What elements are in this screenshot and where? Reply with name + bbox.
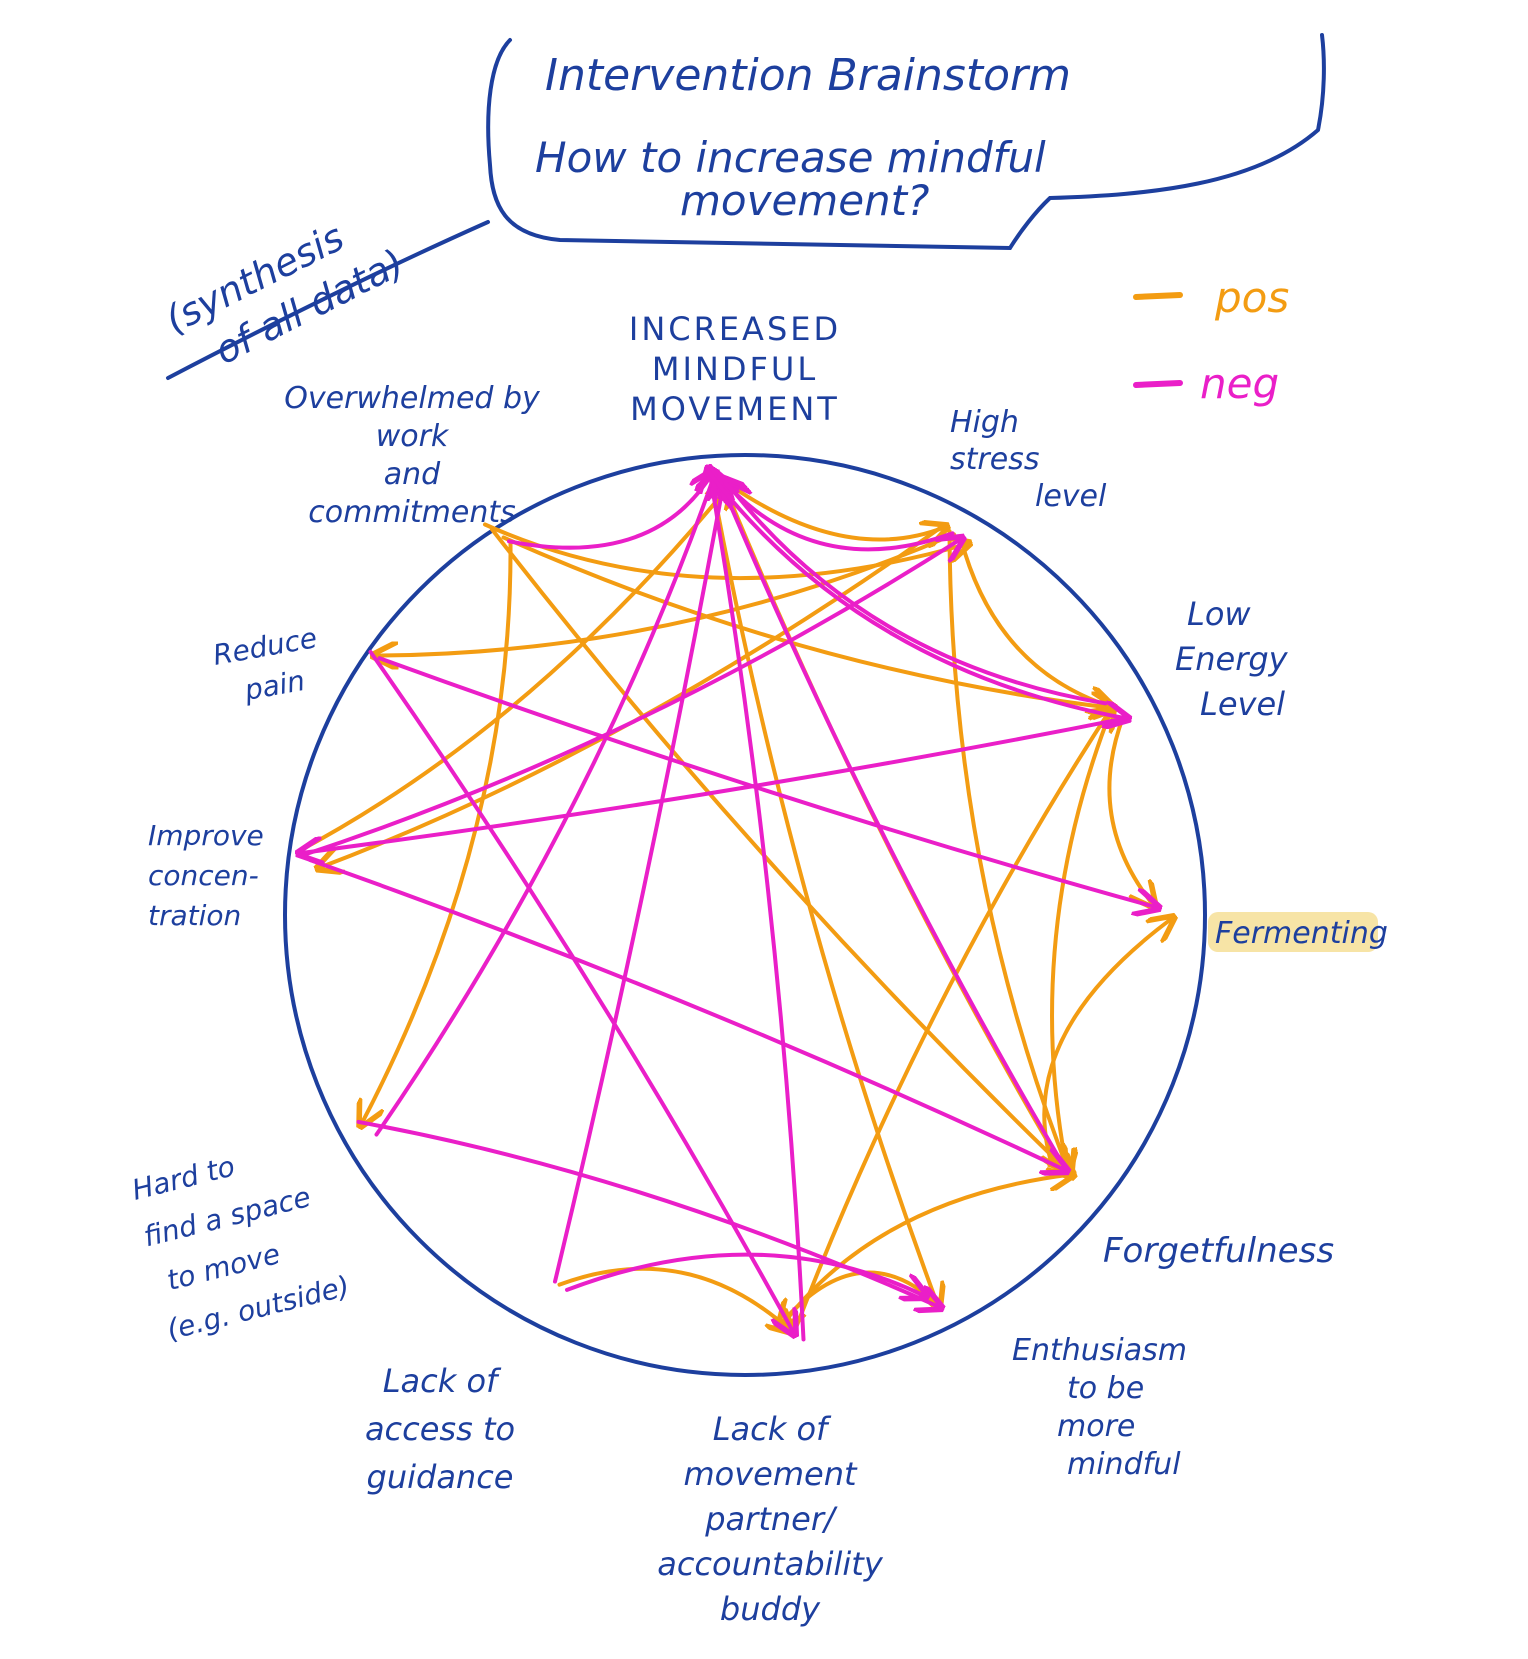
edge-increased-to-enthusiasm: [708, 469, 938, 1306]
edge-forget-to-increased: [718, 477, 1069, 1174]
node-space-line-1: Hard to: [129, 1149, 238, 1206]
legend: pos neg: [1133, 273, 1289, 408]
edge-energy-to-forget: [1052, 705, 1114, 1172]
title-line-2: How to increase mindful: [535, 133, 1046, 182]
node-partner-line-1: Lack of: [713, 1410, 832, 1448]
node-enthusiasm-line-1: Enthusiasm: [1012, 1333, 1187, 1368]
side-note-underline: [166, 220, 490, 380]
edge-concentration-to-forget: [308, 858, 1065, 1170]
node-increased-line-1: INCREASED: [629, 310, 841, 348]
node-energy-line-1: Low: [1187, 595, 1251, 633]
edge-pain-to-partner: [368, 649, 794, 1333]
edge-partner-to-energy: [792, 708, 1112, 1335]
node-concentration-line-1: Improve: [148, 819, 264, 852]
title-box: [486, 33, 1326, 251]
node-partner-line-3: partner/: [704, 1500, 838, 1538]
edges-layer: [298, 468, 1172, 1339]
edge-concentration-to-stress: [301, 539, 961, 858]
node-energy-line-2: Energy: [1175, 640, 1289, 678]
title-line-1: Intervention Brainstorm: [545, 50, 1071, 101]
edge-overwhelmed-to-increased: [507, 473, 713, 550]
node-partner-line-2: movement: [683, 1455, 858, 1493]
node-stress-line-3: level: [1035, 479, 1107, 514]
node-guidance-line-2: access to: [365, 1410, 515, 1448]
side-note: (synthesis of all data): [158, 215, 411, 373]
node-partner-line-5: buddy: [720, 1590, 821, 1628]
edge-overwhelmed-to-energy: [501, 535, 1113, 707]
node-concentration-line-2: concen-: [148, 859, 259, 892]
edge-partner-to-forget: [780, 1175, 1072, 1327]
node-fermenting-line-1: Fermenting: [1215, 916, 1388, 951]
node-overwhelmed-line-1: Overwhelmed by: [284, 381, 541, 416]
edge-overwhelmed-to-space: [362, 540, 513, 1123]
edge-energy-to-fermenting: [1107, 713, 1153, 905]
edge-forget-to-fermenting: [1042, 919, 1171, 1162]
node-forget-line-1: Forgetfulness: [1103, 1231, 1334, 1271]
node-concentration: Improve concen-tration: [148, 819, 264, 932]
edge-stress-to-pain: [376, 532, 956, 655]
node-fermenting: Fermenting: [1215, 916, 1388, 951]
edge-guidance-to-enthusiasm: [565, 1252, 924, 1296]
node-overwhelmed-line-2: work: [376, 419, 450, 454]
node-enthusiasm-line-3: more: [1057, 1409, 1135, 1444]
node-energy-line-3: Level: [1200, 685, 1285, 723]
edge-increased-to-energy: [704, 466, 1126, 718]
node-stress-line-1: High: [950, 405, 1019, 440]
edge-guidance-to-increased: [553, 481, 724, 1284]
legend-neg-label: neg: [1200, 359, 1279, 408]
node-enthusiasm-line-4: mindful: [1067, 1447, 1181, 1482]
legend-pos-swatch: [1133, 292, 1183, 300]
edge-increased-to-stress: [731, 485, 945, 539]
node-pain-line-2: pain: [241, 664, 307, 707]
node-pain-line-1: Reduce: [210, 621, 319, 672]
node-forget: Forgetfulness: [1103, 1231, 1334, 1271]
legend-neg-swatch: [1133, 380, 1183, 388]
node-partner-line-4: accountability: [657, 1545, 884, 1583]
edge-guidance-to-partner: [557, 1266, 791, 1331]
edge-energy-to-concentration: [301, 716, 1129, 853]
node-space-line-3: to move: [164, 1237, 284, 1297]
node-guidance: Lack of access to guidance: [365, 1362, 515, 1496]
node-overwhelmed-line-3: and: [384, 457, 441, 492]
legend-pos-label: pos: [1214, 273, 1289, 322]
edge-concentration-to-increased: [296, 485, 730, 854]
edge-partner-to-increased: [709, 470, 806, 1342]
node-increased-line-2: MINDFUL: [652, 350, 818, 388]
node-enthusiasm-line-2: to be: [1067, 1371, 1144, 1406]
edge-energy-to-increased: [728, 484, 1108, 706]
node-guidance-line-1: Lack of: [383, 1362, 502, 1400]
node-concentration-line-3: tration: [148, 899, 241, 932]
node-guidance-line-3: guidance: [367, 1458, 514, 1496]
node-partner: Lack of movement partner/accountability bud…: [657, 1410, 884, 1628]
node-increased-line-3: MOVEMENT: [630, 390, 840, 428]
edge-space-to-enthusiasm: [356, 1119, 940, 1307]
edge-stress-to-increased: [722, 480, 955, 552]
main-circle: [283, 453, 1207, 1377]
edge-stress-to-forget: [947, 529, 1070, 1173]
edge-pain-to-fermenting: [377, 656, 1157, 907]
edge-overwhelmed-to-forget: [490, 527, 1071, 1174]
edge-space-to-increased: [374, 474, 715, 1137]
node-stress-line-2: stress: [950, 442, 1039, 477]
edge-stress-to-energy: [959, 537, 1110, 706]
title-line-3: movement?: [680, 176, 929, 225]
node-overwhelmed-line-4: commitments: [308, 495, 515, 530]
fermenting-highlight: [1208, 912, 1378, 952]
